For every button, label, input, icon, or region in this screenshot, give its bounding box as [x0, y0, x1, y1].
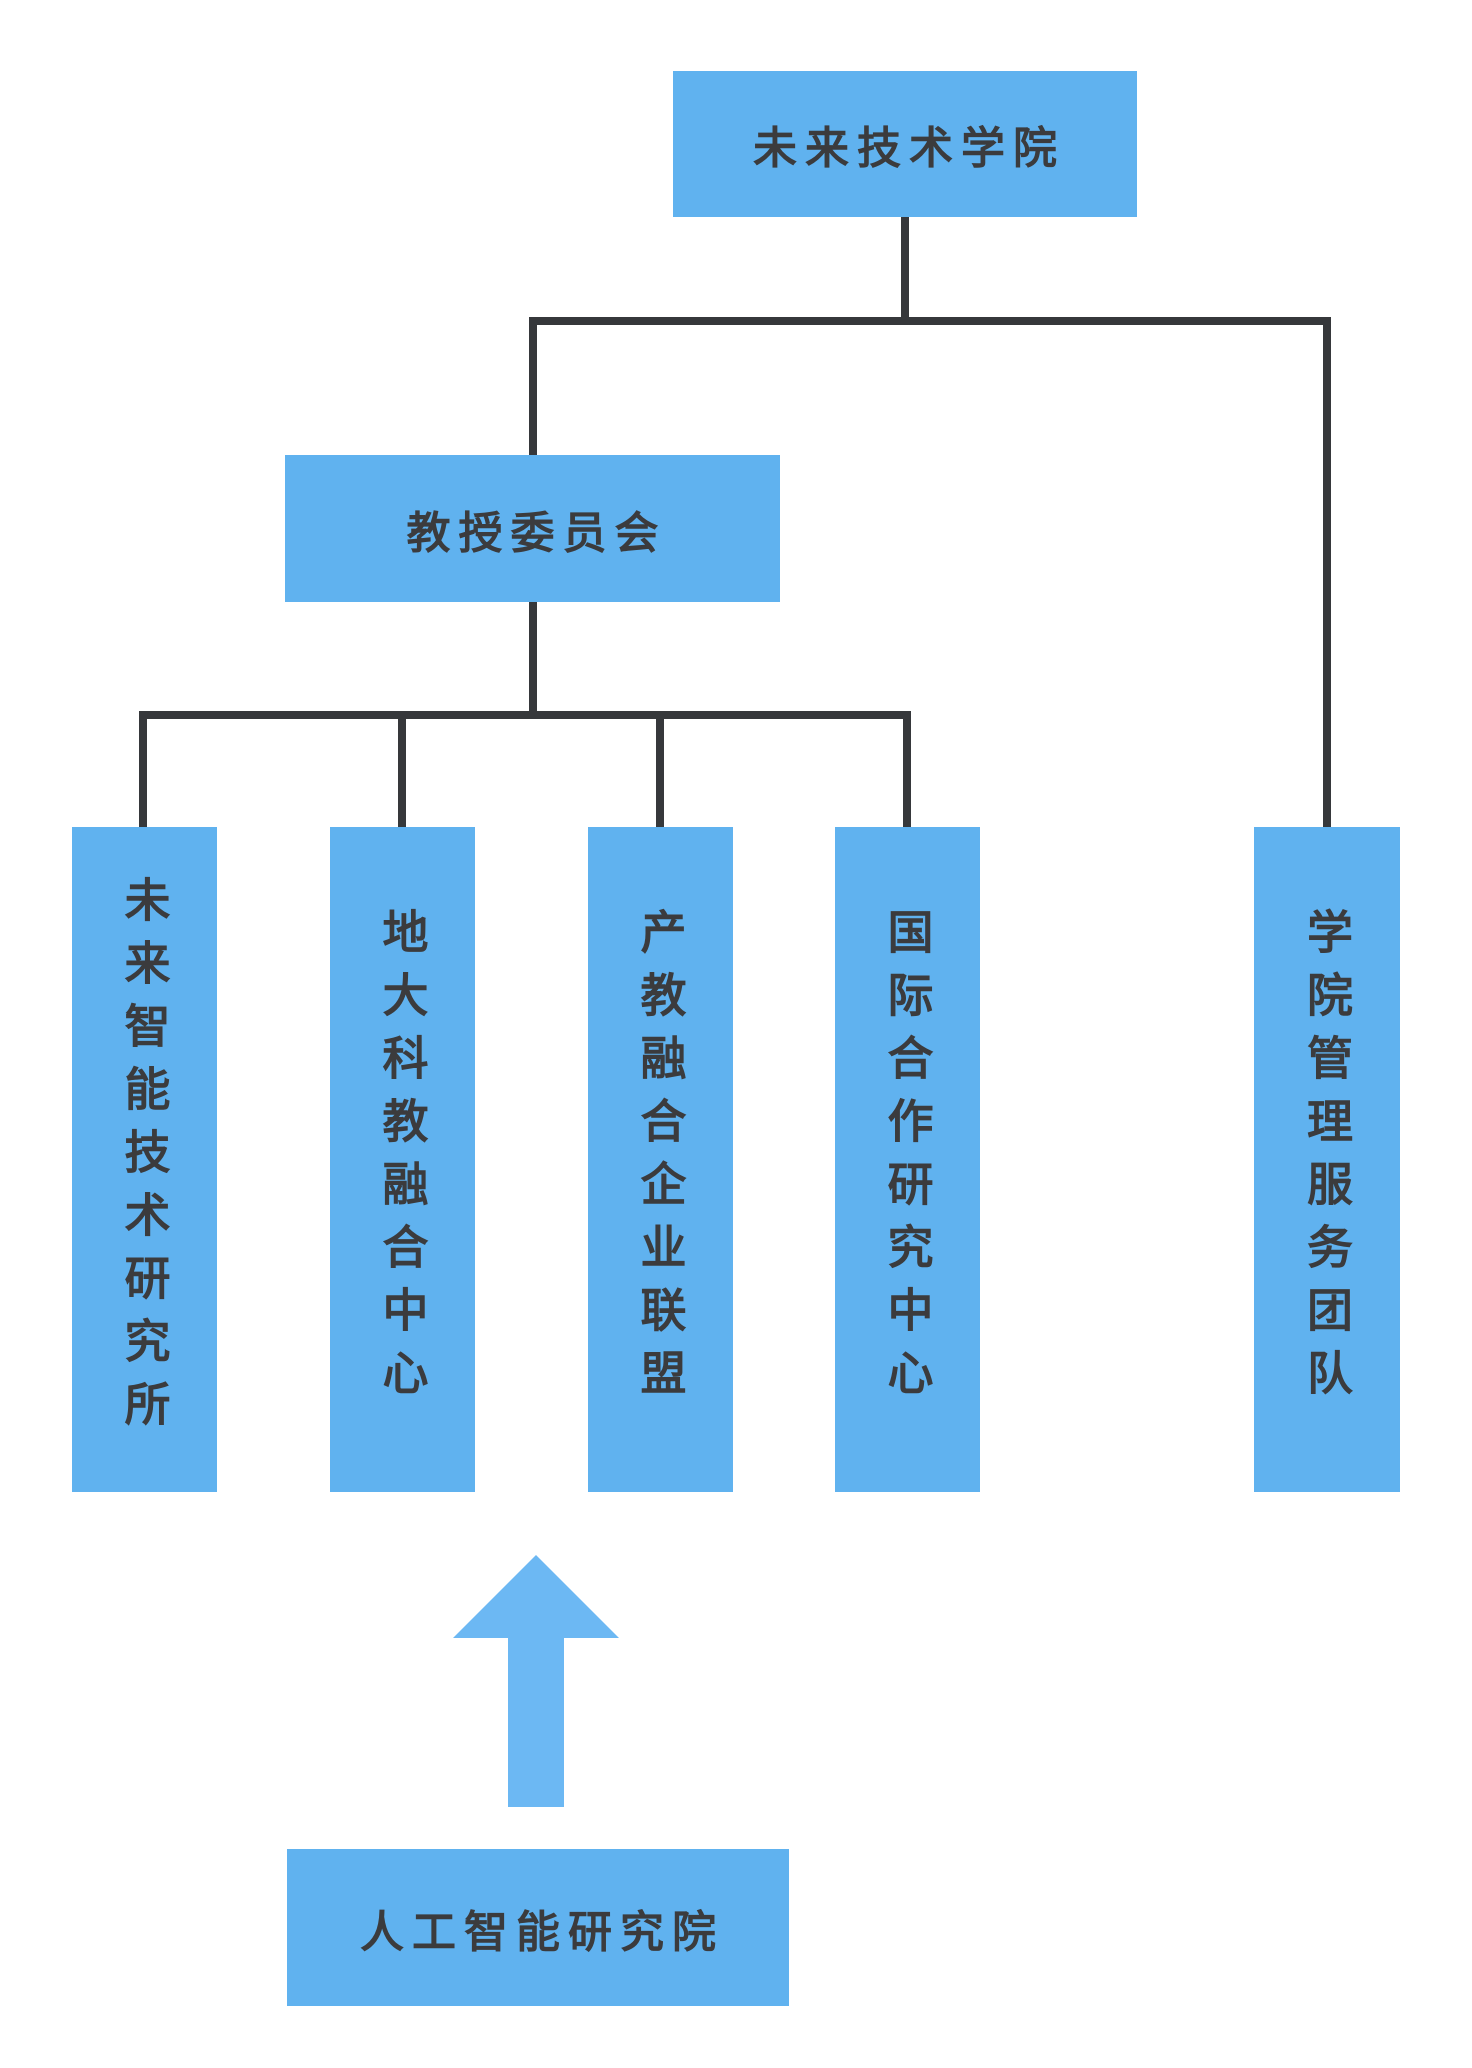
dept-node-future-intelligent-tech-institute: 未来智能技术研究所 [72, 827, 217, 1492]
dept-node-international-cooperation-research-center: 国际合作研究中心 [835, 827, 980, 1492]
connector-to-committee [529, 317, 537, 455]
feeder-node-ai-research-institute: 人工智能研究院 [287, 1849, 789, 2006]
root-node-label: 未来技术学院 [753, 124, 1065, 173]
root-node-future-technology-college: 未来技术学院 [673, 71, 1137, 217]
connector-level1-horizontal [529, 317, 1331, 325]
dept-node-science-education-fusion-center: 地大科教融合中心 [330, 827, 475, 1492]
connector-to-management-team [1323, 317, 1331, 827]
dept-node-label: 地大科教融合中心 [376, 907, 429, 1412]
dept-node-label: 产教融合企业联盟 [634, 907, 687, 1412]
dept-node-label: 未来智能技术研究所 [118, 876, 171, 1443]
connector-stub-dept2 [398, 711, 406, 827]
dept-node-label: 学院管理服务团队 [1301, 907, 1353, 1412]
feeder-node-label: 人工智能研究院 [360, 1907, 724, 1957]
committee-node-label: 教授委员会 [406, 508, 667, 558]
connector-stub-dept1 [139, 711, 147, 827]
committee-node: 教授委员会 [285, 455, 780, 602]
connector-level2-horizontal [139, 711, 911, 719]
connector-committee-stem [529, 602, 537, 719]
connector-stub-dept4 [903, 711, 911, 827]
up-arrow-icon [453, 1555, 619, 1807]
connector-root-stem [901, 217, 909, 325]
dept-node-industry-education-enterprise-alliance: 产教融合企业联盟 [588, 827, 733, 1492]
connector-stub-dept3 [656, 711, 664, 827]
dept-node-college-management-service-team: 学院管理服务团队 [1254, 827, 1400, 1492]
dept-node-label: 国际合作研究中心 [881, 907, 934, 1412]
